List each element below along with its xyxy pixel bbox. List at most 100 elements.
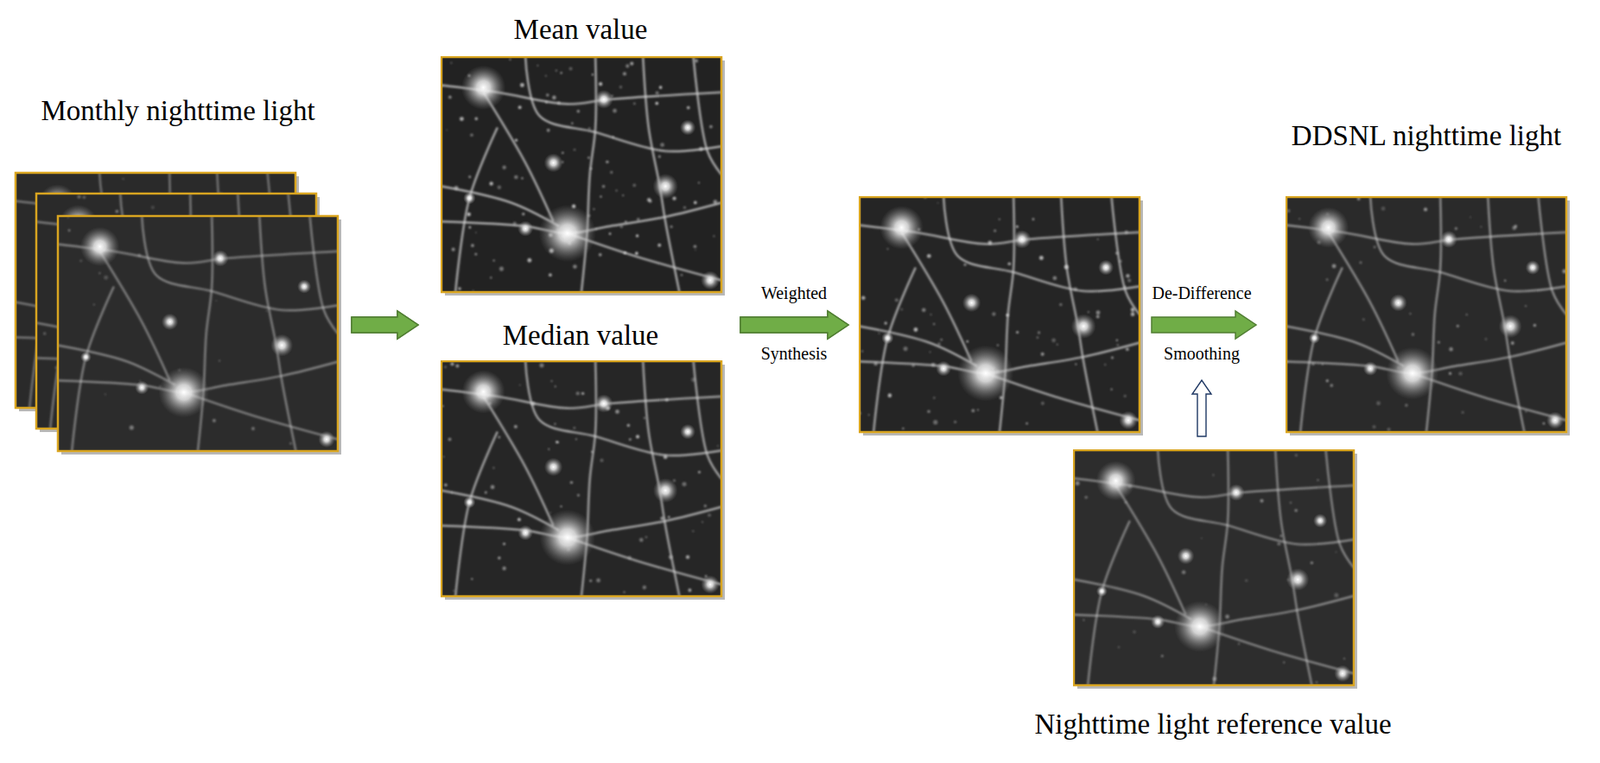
image-ground	[57, 215, 338, 451]
light-dots	[442, 361, 719, 593]
road-core	[197, 215, 213, 451]
road-core	[1326, 450, 1354, 568]
light-dot	[1007, 261, 1011, 266]
light-dot	[717, 444, 719, 447]
light-dot	[1015, 225, 1019, 229]
light-dot	[1084, 495, 1088, 500]
light-dot	[1104, 363, 1106, 366]
light-dot	[552, 95, 557, 101]
light-dot	[929, 350, 932, 353]
light-dot	[553, 422, 556, 425]
light-dot	[701, 520, 704, 523]
city-glow	[1308, 331, 1321, 344]
light-dot	[138, 253, 142, 257]
light-dot	[627, 423, 631, 427]
light-dot	[605, 160, 609, 164]
light-dot	[680, 273, 684, 277]
road-glow	[873, 267, 916, 432]
light-dot	[691, 377, 696, 382]
city-glow	[1177, 546, 1195, 565]
light-dot	[1259, 498, 1264, 502]
light-dot	[1448, 347, 1454, 352]
light-dot	[484, 491, 488, 495]
arrow-label: Synthesis	[758, 342, 831, 364]
road-core	[1275, 450, 1312, 686]
light-dot	[609, 171, 613, 174]
light-dots	[1075, 453, 1346, 684]
light-dot	[977, 408, 979, 411]
light-dot	[555, 440, 559, 444]
block-arrow	[1151, 311, 1257, 339]
light-dot	[1371, 425, 1376, 429]
light-dot	[551, 380, 553, 382]
road-core	[1328, 232, 1399, 362]
road-glow	[1426, 196, 1442, 432]
light-dot	[623, 590, 626, 593]
light-dot	[1041, 401, 1045, 406]
city-glow	[1012, 229, 1032, 249]
city-glow	[158, 367, 210, 419]
city-glow	[652, 173, 679, 200]
light-dot	[1454, 227, 1458, 230]
city-glow	[1227, 483, 1245, 502]
image-stack	[1073, 449, 1359, 690]
block-arrow	[740, 311, 849, 339]
light-dot	[628, 555, 632, 559]
city-glow	[700, 270, 720, 290]
light-dot	[1289, 501, 1293, 504]
road-glow	[1538, 196, 1567, 315]
light-dot	[1073, 286, 1079, 292]
image-ground	[441, 57, 722, 293]
light-dot	[545, 101, 548, 104]
light-dot	[599, 458, 604, 463]
city-glow	[1525, 260, 1541, 275]
light-dot	[1041, 352, 1045, 356]
road-core	[1060, 196, 1098, 432]
city-glow	[1546, 411, 1564, 429]
image-border	[441, 361, 722, 597]
light-dot	[930, 313, 933, 316]
nighttime-light-image	[859, 196, 1140, 432]
city-glow	[539, 509, 596, 566]
light-dot	[521, 212, 525, 216]
light-dot	[1280, 534, 1283, 538]
light-dot	[628, 438, 632, 441]
city-glow	[539, 204, 597, 262]
nighttime-light-image	[1073, 450, 1354, 686]
light-dot	[1437, 340, 1441, 343]
city-lights	[461, 369, 719, 594]
light-dot	[451, 247, 456, 252]
road-core	[525, 57, 722, 152]
city-glow	[679, 424, 696, 440]
node-title: Nighttime light reference value	[996, 706, 1429, 742]
light-dot	[598, 253, 603, 257]
city-glow	[594, 393, 614, 413]
road-core	[1370, 196, 1567, 292]
road-core	[693, 57, 722, 175]
image-node: DDSNL nighttime light	[1266, 118, 1587, 437]
city-glow	[80, 351, 92, 363]
light-dot	[1333, 592, 1339, 597]
light-dot	[693, 244, 698, 248]
light-dot	[1064, 264, 1069, 269]
nighttime-light-image	[1286, 196, 1567, 432]
light-dot	[883, 321, 887, 324]
light-dot	[639, 537, 644, 542]
light-dot	[1326, 278, 1329, 281]
city-glow	[962, 293, 982, 313]
light-dot	[1485, 337, 1488, 341]
city-lights	[879, 205, 1138, 430]
city-glow	[544, 152, 564, 172]
road-core	[1426, 196, 1442, 432]
road-core	[310, 215, 338, 334]
light-dot	[103, 275, 108, 280]
light-dot	[963, 263, 966, 267]
light-dot	[151, 205, 155, 210]
road-core	[483, 92, 554, 223]
city-glow	[679, 119, 696, 135]
light-dot	[1037, 330, 1041, 334]
light-dot	[554, 385, 557, 388]
image-ground	[1286, 196, 1567, 432]
light-dot	[931, 362, 936, 368]
light-dot	[861, 295, 866, 300]
